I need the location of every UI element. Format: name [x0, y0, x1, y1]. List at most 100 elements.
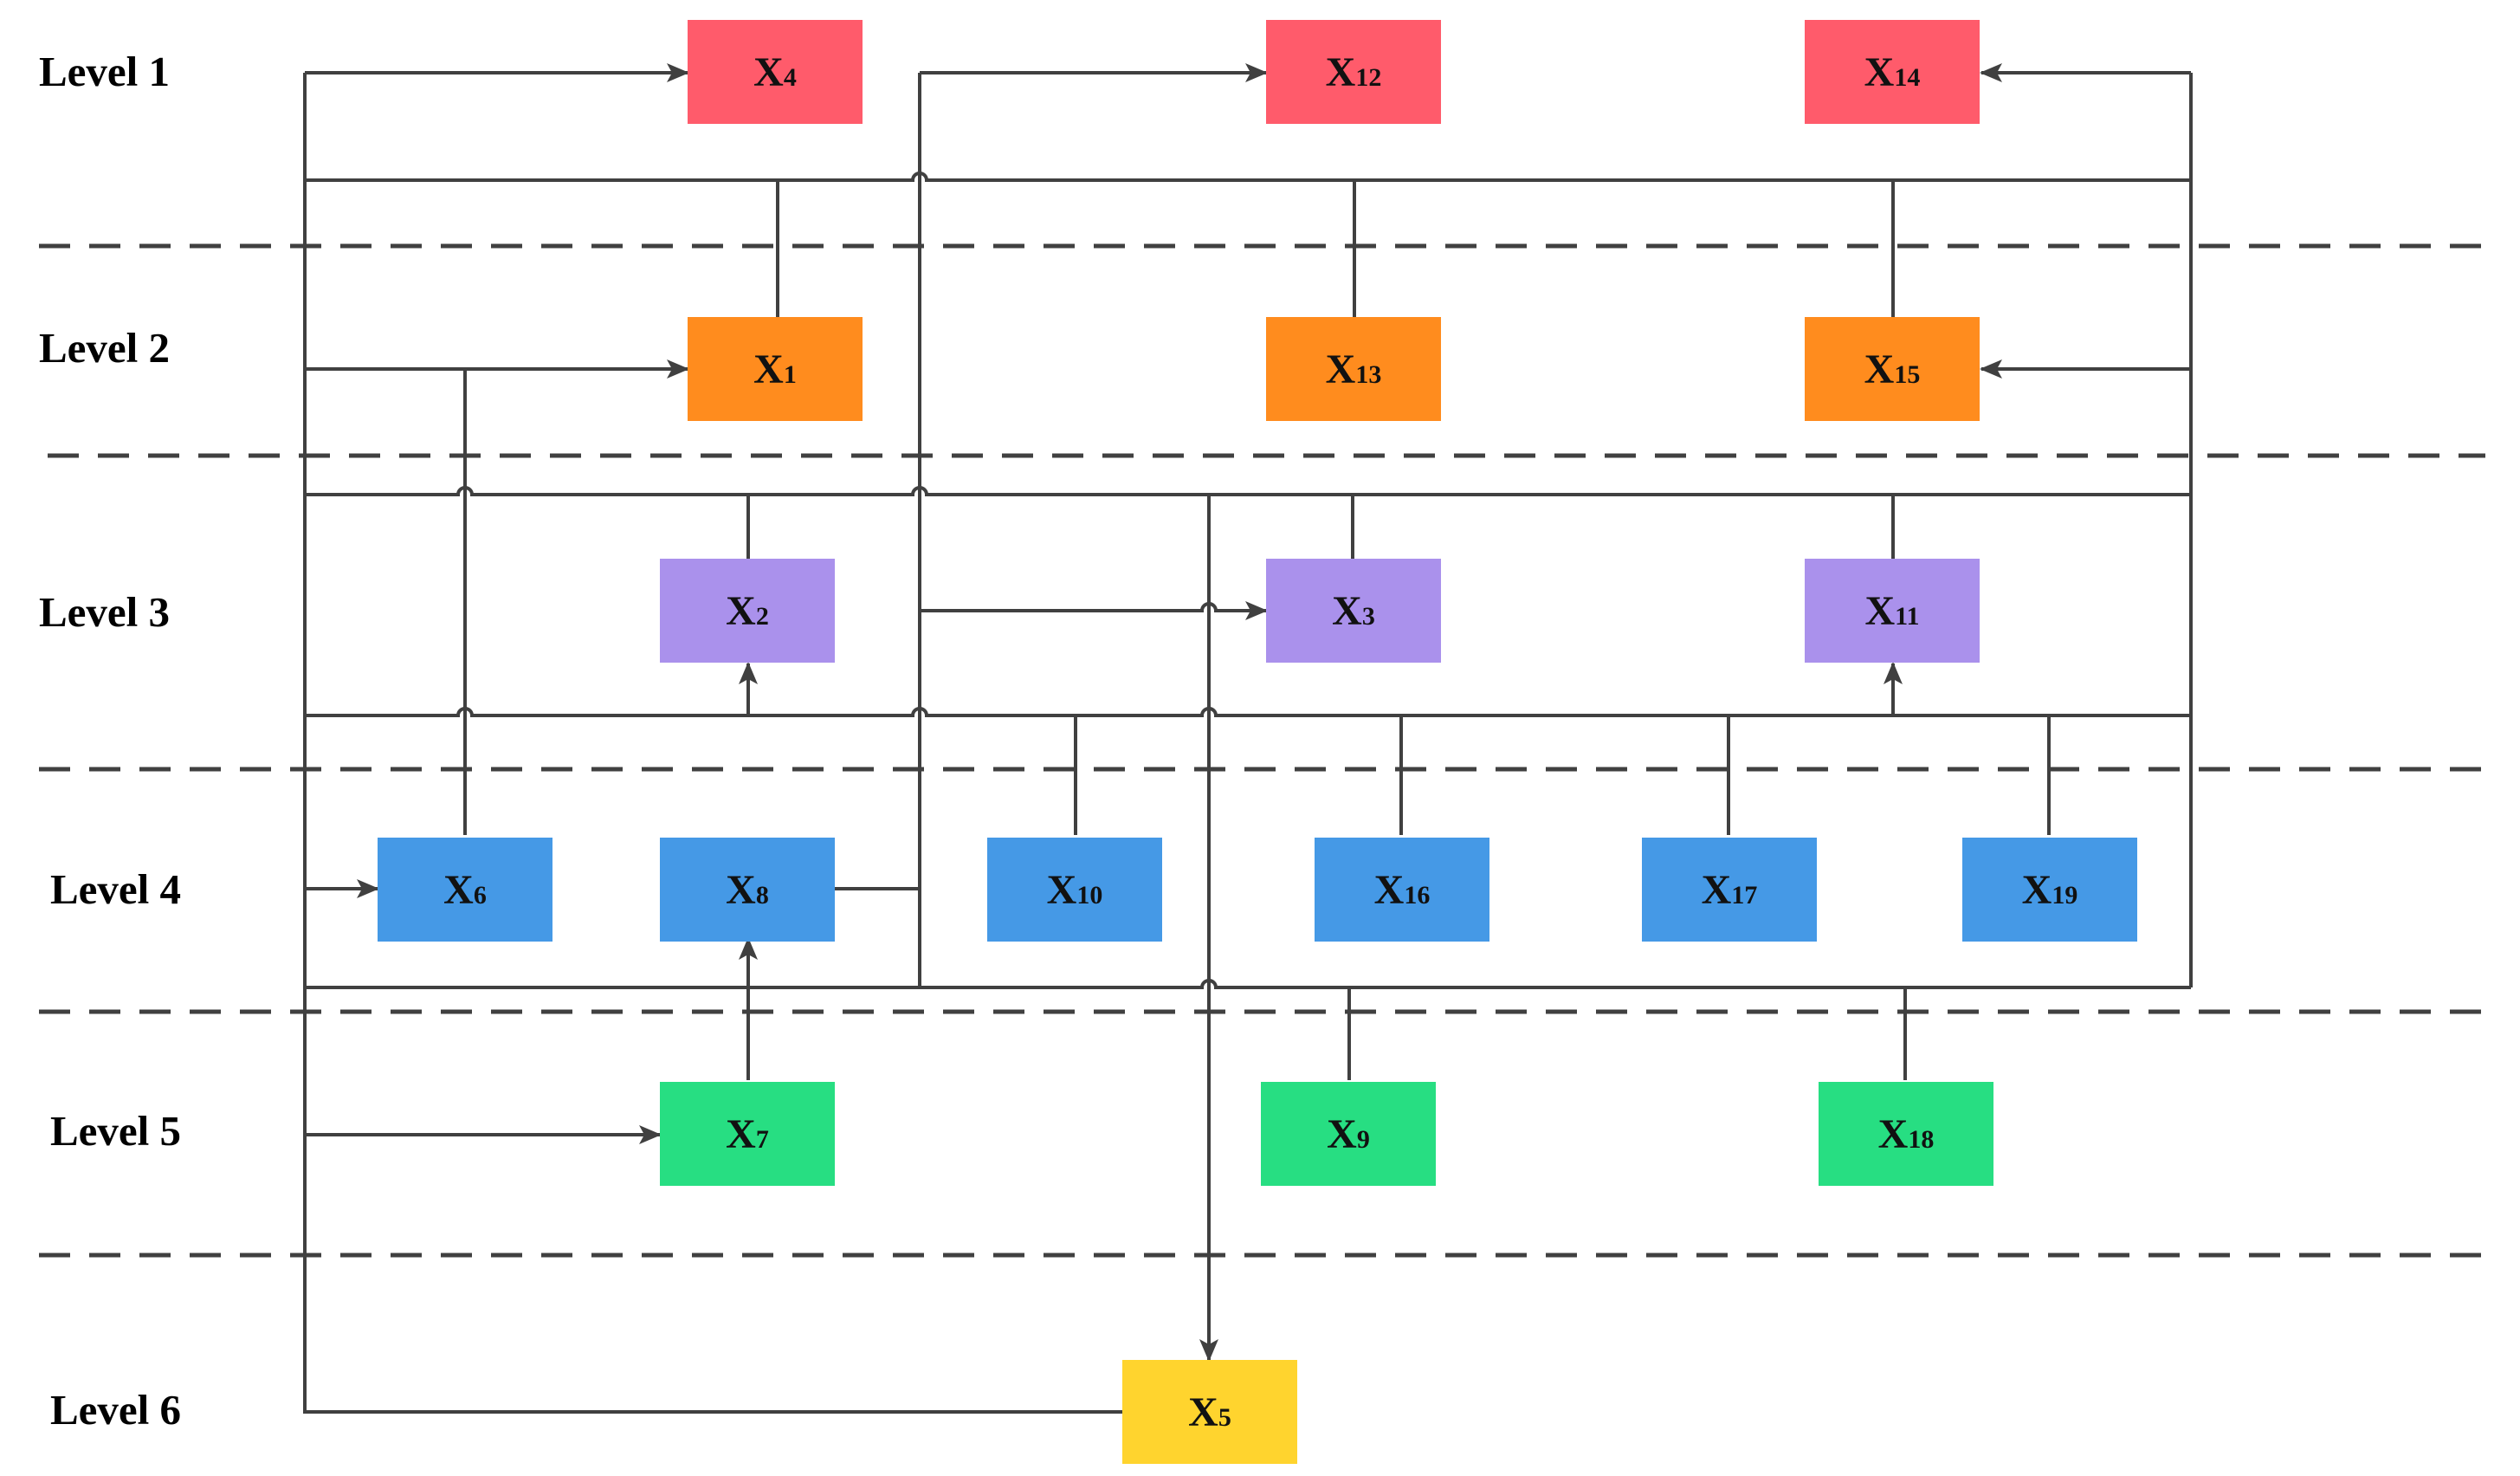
node-label-subscript: 14 [1894, 63, 1920, 92]
bus-level-1 [305, 172, 2191, 182]
node-label-subscript: 10 [1076, 881, 1102, 910]
level-labels: Level 1 Level 2 Level 3 Level 4 Level 5 … [39, 48, 181, 1434]
node-label-subscript: 9 [1357, 1125, 1370, 1154]
level-3-label: Level 3 [39, 588, 170, 636]
node-x1: X1 [688, 317, 863, 421]
node-box-x14 [1805, 20, 1980, 124]
node-box-x12 [1266, 20, 1441, 124]
node-x15: X15 [1805, 317, 1980, 421]
node-label-subscript: 2 [756, 602, 769, 631]
node-label-x3: X3 [1332, 588, 1375, 634]
level-5-label: Level 5 [50, 1107, 181, 1155]
node-label-x17: X17 [1702, 867, 1758, 913]
node-label-base: X [726, 867, 756, 913]
node-label-base: X [1374, 867, 1405, 913]
node-x14: X14 [1805, 20, 1980, 124]
node-label-base: X [1702, 867, 1732, 913]
node-label-base: X [1864, 49, 1895, 95]
node-label-x10: X10 [1047, 867, 1103, 913]
node-x10: X10 [987, 838, 1162, 942]
node-box-x1 [688, 317, 863, 421]
node-label-subscript: 16 [1404, 881, 1430, 910]
node-box-x3 [1266, 559, 1441, 663]
node-box-x17 [1642, 838, 1817, 942]
node-label-base: X [1864, 346, 1895, 392]
node-box-x10 [987, 838, 1162, 942]
node-label-base: X [1326, 346, 1356, 392]
node-x19: X19 [1962, 838, 2137, 942]
node-label-subscript: 11 [1895, 602, 1919, 631]
node-label-x1: X1 [753, 346, 797, 392]
node-x2: X2 [660, 559, 835, 663]
node-box-x7 [660, 1082, 835, 1186]
level-separators [39, 243, 2485, 1258]
node-box-x13 [1266, 317, 1441, 421]
node-label-x8: X8 [726, 867, 769, 913]
node-label-base: X [443, 867, 474, 913]
node-label-base: X [753, 346, 784, 392]
node-label-base: X [2022, 867, 2052, 913]
node-x17: X17 [1642, 838, 1817, 942]
node-x6: X6 [378, 838, 552, 942]
node-label-x16: X16 [1374, 867, 1431, 913]
node-label-base: X [1326, 49, 1356, 95]
node-box-x8 [660, 838, 835, 942]
node-label-x12: X12 [1326, 49, 1382, 95]
level-4-label: Level 4 [50, 865, 181, 913]
node-label-subscript: 13 [1355, 360, 1381, 389]
node-box-x4 [688, 20, 863, 124]
node-label-base: X [1047, 867, 1077, 913]
left-spine [303, 73, 1126, 1414]
node-box-x5 [1122, 1360, 1297, 1464]
node-label-base: X [726, 588, 756, 634]
node-x7: X7 [660, 1082, 835, 1186]
node-label-subscript: 5 [1218, 1403, 1231, 1432]
node-label-x14: X14 [1864, 49, 1921, 95]
node-box-x9 [1261, 1082, 1436, 1186]
node-label-x2: X2 [726, 588, 769, 634]
node-label-base: X [1864, 588, 1895, 634]
node-label-x7: X7 [726, 1111, 769, 1157]
node-label-base: X [726, 1111, 756, 1157]
node-label-subscript: 8 [756, 881, 769, 910]
node-label-x5: X5 [1188, 1389, 1231, 1435]
node-label-subscript: 7 [756, 1125, 769, 1154]
node-label-x9: X9 [1327, 1111, 1370, 1157]
node-x13: X13 [1266, 317, 1441, 421]
node-x9: X9 [1261, 1082, 1436, 1186]
node-box-x18 [1819, 1082, 1993, 1186]
node-label-subscript: 4 [784, 63, 797, 92]
node-label-subscript: 6 [474, 881, 487, 910]
node-label-x15: X15 [1864, 346, 1921, 392]
node-label-subscript: 1 [784, 360, 797, 389]
node-label-subscript: 18 [1908, 1125, 1934, 1154]
node-x12: X12 [1266, 20, 1441, 124]
node-x4: X4 [688, 20, 863, 124]
node-label-base: X [1332, 588, 1362, 634]
node-label-subscript: 12 [1355, 63, 1381, 92]
level-2-label: Level 2 [39, 324, 170, 372]
node-label-base: X [1878, 1111, 1909, 1157]
node-box-x6 [378, 838, 552, 942]
node-label-subscript: 15 [1894, 360, 1920, 389]
node-box-x2 [660, 559, 835, 663]
node-box-x16 [1315, 838, 1489, 942]
node-box-x11 [1805, 559, 1980, 663]
node-label-subscript: 17 [1731, 881, 1757, 910]
bus-level-3 [305, 707, 2191, 717]
node-x16: X16 [1315, 838, 1489, 942]
node-label-base: X [1188, 1389, 1218, 1435]
bus-level-2 [305, 486, 2191, 496]
node-box-x19 [1962, 838, 2137, 942]
node-label-base: X [753, 49, 784, 95]
node-label-x6: X6 [443, 867, 487, 913]
node-label-subscript: 19 [2052, 881, 2077, 910]
node-x18: X18 [1819, 1082, 1993, 1186]
node-x8: X8 [660, 838, 835, 942]
node-label-x11: X11 [1864, 588, 1919, 634]
connectors [303, 63, 2193, 1414]
node-label-base: X [1327, 1111, 1357, 1157]
node-box-x15 [1805, 317, 1980, 421]
